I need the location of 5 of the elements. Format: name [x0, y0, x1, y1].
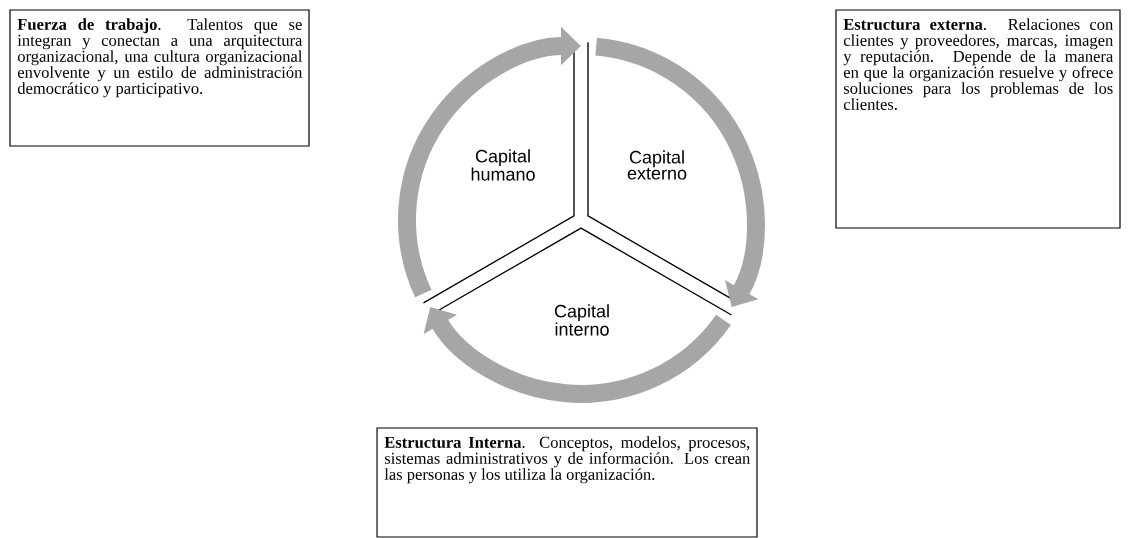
circular-arrow	[423, 307, 731, 403]
circular-arrow	[595, 37, 765, 307]
text-box: Fuerza de trabajo. Talentos que se integran y conectan a una arquitectura organizacional, una cultura organizacional envolvente y un estilo de administración democrático y participativo.	[9, 9, 310, 147]
text-box: Estructura Interna. Conceptos, modelos, procesos, sistemas administrativos y de información. Los crean las personas y los utiliza la organización.	[376, 427, 758, 538]
text-box: Estructura externa. Relaciones con clientes y proveedores, marcas, imagen y reputación. Depende de la manera en que la organización resuelve y ofrece soluciones para los problemas de los clientes.	[835, 9, 1121, 229]
